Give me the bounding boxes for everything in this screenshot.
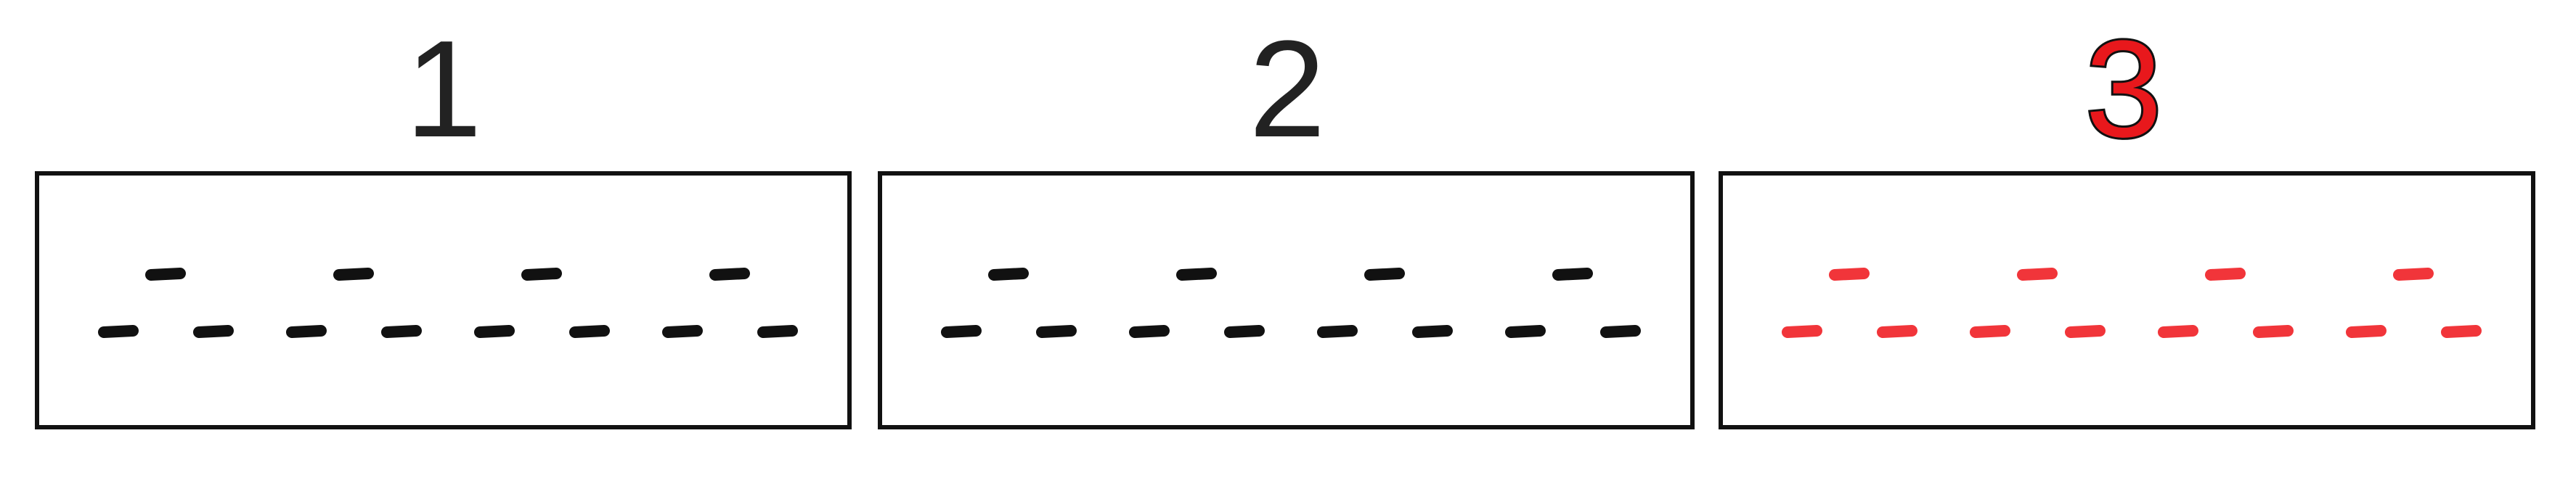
panel-3-dash-pattern <box>1782 268 2482 338</box>
panel-2-lower-dash <box>1129 325 1170 338</box>
panel-2-dash-pattern <box>941 268 1641 338</box>
panel-2-lower-dash <box>1224 325 1265 338</box>
panel-3-upper-dash <box>2205 268 2246 281</box>
panel-1-upper-dash <box>521 268 562 281</box>
panel-3-lower-dash <box>2158 325 2198 338</box>
panel-1-lower-dash <box>98 325 139 338</box>
panel-2-upper-dash <box>1176 268 1217 281</box>
panel-3-upper-dash <box>1829 268 1870 281</box>
panel-1-lower-dash <box>193 325 234 338</box>
panel-3-lower-dash <box>2441 325 2482 338</box>
panel-2-lower-dash <box>1412 325 1453 338</box>
panel-2-upper-dash <box>1364 268 1405 281</box>
panel-3-lower-dash <box>2253 325 2294 338</box>
panel-1-lower-dash <box>662 325 703 338</box>
panel-1 <box>35 171 852 429</box>
panel-3-lower-dash <box>2065 325 2106 338</box>
panel-2-number: 2 <box>1249 12 1326 166</box>
panel-1-number: 1 <box>405 12 482 166</box>
panel-3-upper-dash <box>2393 268 2434 281</box>
panel-2-lower-dash <box>1317 325 1358 338</box>
panel-2-upper-dash <box>1552 268 1593 281</box>
panel-1-upper-dash <box>145 268 186 281</box>
panel-2-upper-dash <box>988 268 1029 281</box>
panel-3-upper-dash <box>2017 268 2058 281</box>
panel-1-lower-dash <box>381 325 422 338</box>
panel-1-lower-dash <box>286 325 327 338</box>
panel-2-lower-dash <box>1600 325 1641 338</box>
panel-3-lower-dash <box>1970 325 2010 338</box>
panel-1-lower-dash <box>569 325 610 338</box>
panel-2 <box>878 171 1695 429</box>
panel-1-lower-dash <box>474 325 515 338</box>
panel-1-lower-dash <box>757 325 798 338</box>
panel-3-number: 3 <box>2083 12 2164 166</box>
panel-3 <box>1719 171 2535 429</box>
panel-1-upper-dash <box>709 268 750 281</box>
panel-2-lower-dash <box>1036 325 1077 338</box>
panel-2-lower-dash <box>1505 325 1546 338</box>
panel-3-lower-dash <box>1877 325 1917 338</box>
panel-3-lower-dash <box>2346 325 2387 338</box>
panel-1-upper-dash <box>333 268 374 281</box>
panel-3-lower-dash <box>1782 325 1822 338</box>
panel-2-lower-dash <box>941 325 982 338</box>
panel-1-dash-pattern <box>98 268 798 338</box>
